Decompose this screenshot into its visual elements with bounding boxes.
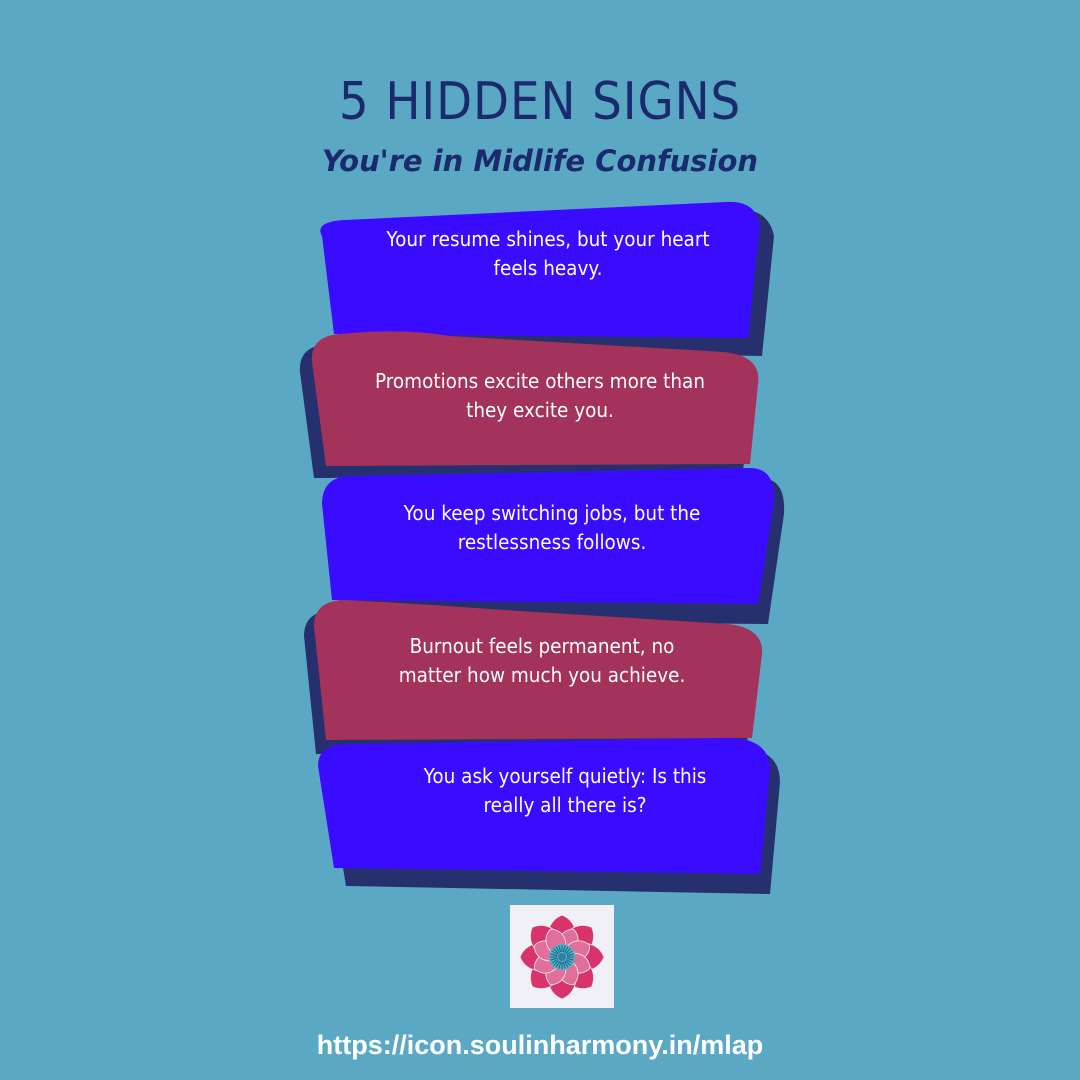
mandala-ray [550,952,558,956]
mandala-ray [551,950,558,955]
sign-card-2-text: Promotions excite others more than they … [374,369,705,422]
mandala-ray [562,961,566,969]
mandala-ray [555,960,560,968]
mandala-ray [558,961,562,969]
mandala-ray [564,945,569,953]
mandala-ray [566,952,574,956]
mandala-ray [553,959,559,966]
website-url[interactable]: https://icon.soulinharmony.in/mlap [316,1030,764,1060]
mandala-ray [558,944,562,952]
mandala-ray [555,945,560,953]
mandala-ray [566,958,573,963]
sign-card-1-shape [320,201,774,356]
mandala-ray [550,957,558,961]
sign-card-5: You ask yourself quietly: Is this really… [312,738,780,894]
mandala-flower-icon [519,914,605,999]
sign-card-1: Your resume shines, but your heart feels… [308,200,774,356]
sign-card-3: You keep switching jobs, but the restles… [318,466,785,624]
mandala-ray [564,960,569,968]
sign-card-4-text: Burnout feels permanent, no matter how m… [398,634,686,687]
sign-card-5-text: You ask yourself quietly: Is this really… [423,764,707,817]
sign-card-3-text: You keep switching jobs, but the restles… [403,501,701,554]
mandala-ray [553,947,559,954]
sign-card-4: Burnout feels permanent, no matter how m… [304,598,766,754]
mandala-ray [566,950,573,955]
sign-card-5-shape [318,738,780,894]
mandala-ray [566,957,574,961]
mandala-ray [565,959,571,966]
sign-card-3-shape [322,468,785,624]
sign-card-2: Promotions excite others more than they … [299,328,766,478]
page-title: 5 HIDDEN SIGNS [338,72,742,132]
sign-card-1-text: Your resume shines, but your heart feels… [386,227,710,280]
page-subtitle: You're in Midlife Confusion [321,144,759,178]
mandala-ray [565,947,571,954]
sign-card-4-shape [304,600,763,754]
mandala-ray [551,958,558,963]
logo-tile [510,905,614,1008]
mandala-ray [562,944,566,952]
sign-card-2-shape [299,331,759,478]
